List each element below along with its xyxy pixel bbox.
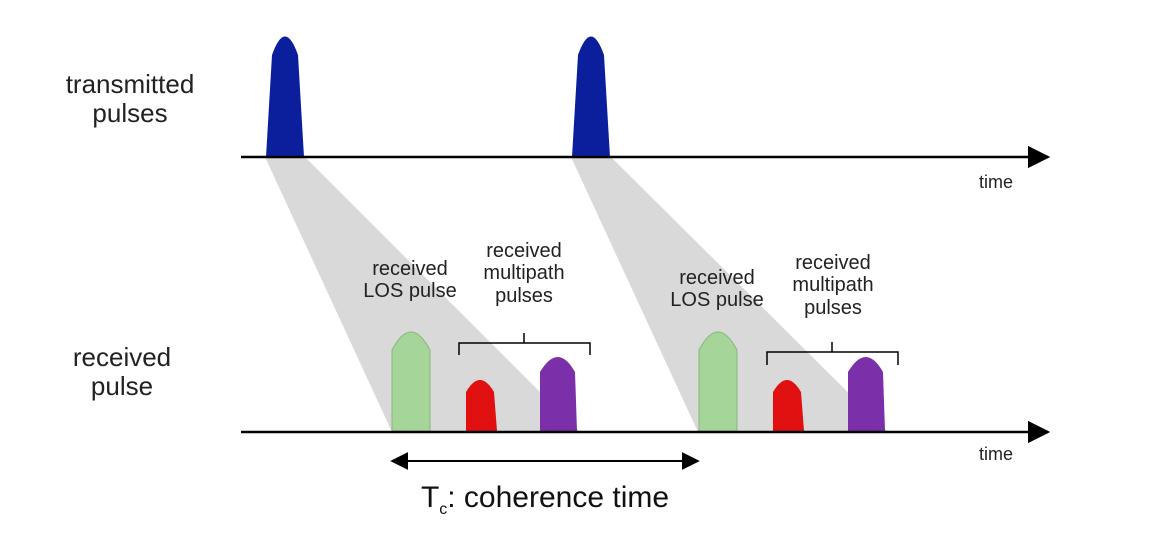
coherence-subscript: c (439, 501, 448, 518)
multipath-1-line2: multipath (483, 262, 565, 285)
los-pulse-label-2: received LOS pulse (657, 267, 777, 312)
multipath-brace-2 (766, 342, 899, 365)
los-2-line1: received (679, 267, 755, 289)
received-label-line2: pulse (90, 371, 154, 402)
los-1-line1: received (372, 258, 448, 280)
los-2-line2: LOS pulse (670, 289, 764, 312)
los-pulse-1 (391, 331, 431, 432)
time-label-bottom: time (978, 444, 1013, 464)
transmitted-pulse-2 (572, 36, 610, 157)
los-1-line2: LOS pulse (363, 280, 457, 303)
transmitted-pulse-1 (266, 36, 304, 157)
multipath-pulse-red-1 (466, 380, 497, 431)
los-pulse-label-1: received LOS pulse (350, 258, 470, 303)
transmitted-label-line2: pulses (92, 98, 168, 129)
propagation-cone-1 (265, 157, 580, 432)
transmitted-label-line1: transmitted (65, 69, 195, 99)
multipath-pulses-label-1: received multipath pulses (462, 240, 586, 307)
multipath-pulse-purple-1 (540, 357, 577, 431)
time-label-top: time (978, 172, 1013, 192)
coherence-T: T (420, 481, 440, 514)
multipath-2-line2: multipath (792, 274, 874, 297)
transmitted-pulses-label: transmitted pulses (40, 69, 220, 129)
multipath-pulse-purple-2 (848, 357, 885, 431)
received-label-line1: received (72, 342, 172, 372)
multipath-pulse-red-2 (773, 380, 804, 431)
coherence-time-label: Tc: coherence time (370, 481, 720, 519)
propagation-cone-2 (571, 157, 888, 432)
multipath-2-line1: received (795, 252, 871, 274)
multipath-brace-1 (458, 333, 591, 355)
los-pulse-2 (698, 331, 738, 432)
multipath-pulses-label-2: received multipath pulses (771, 252, 895, 319)
multipath-1-line1: received (486, 240, 562, 262)
multipath-1-line3: pulses (495, 284, 553, 307)
coherence-text: : coherence time (447, 481, 670, 514)
received-pulse-label: received pulse (52, 342, 192, 402)
multipath-2-line3: pulses (804, 296, 862, 319)
